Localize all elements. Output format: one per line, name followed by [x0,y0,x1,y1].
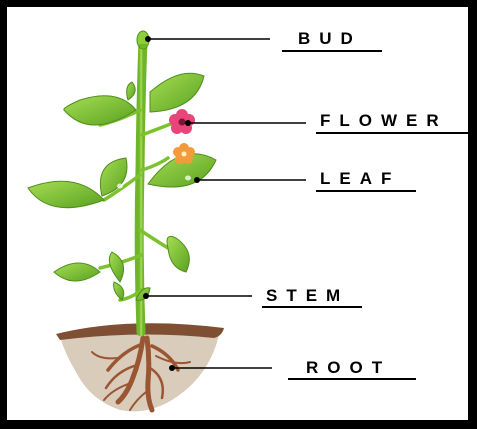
leaf-label: LEAF [320,170,400,188]
bud-label-underline [282,50,382,52]
bud-label: BUD [298,30,362,48]
root-label-underline [288,378,416,380]
stem-label-underline [262,306,362,308]
flower-label-underline [316,132,470,134]
stem-label: STEM [266,287,349,305]
root-label: ROOT [306,359,391,377]
orange-flower [173,143,195,164]
flower-label: FLOWER [320,112,448,130]
leaf-label-underline [316,190,416,192]
pink-flower [169,109,195,134]
